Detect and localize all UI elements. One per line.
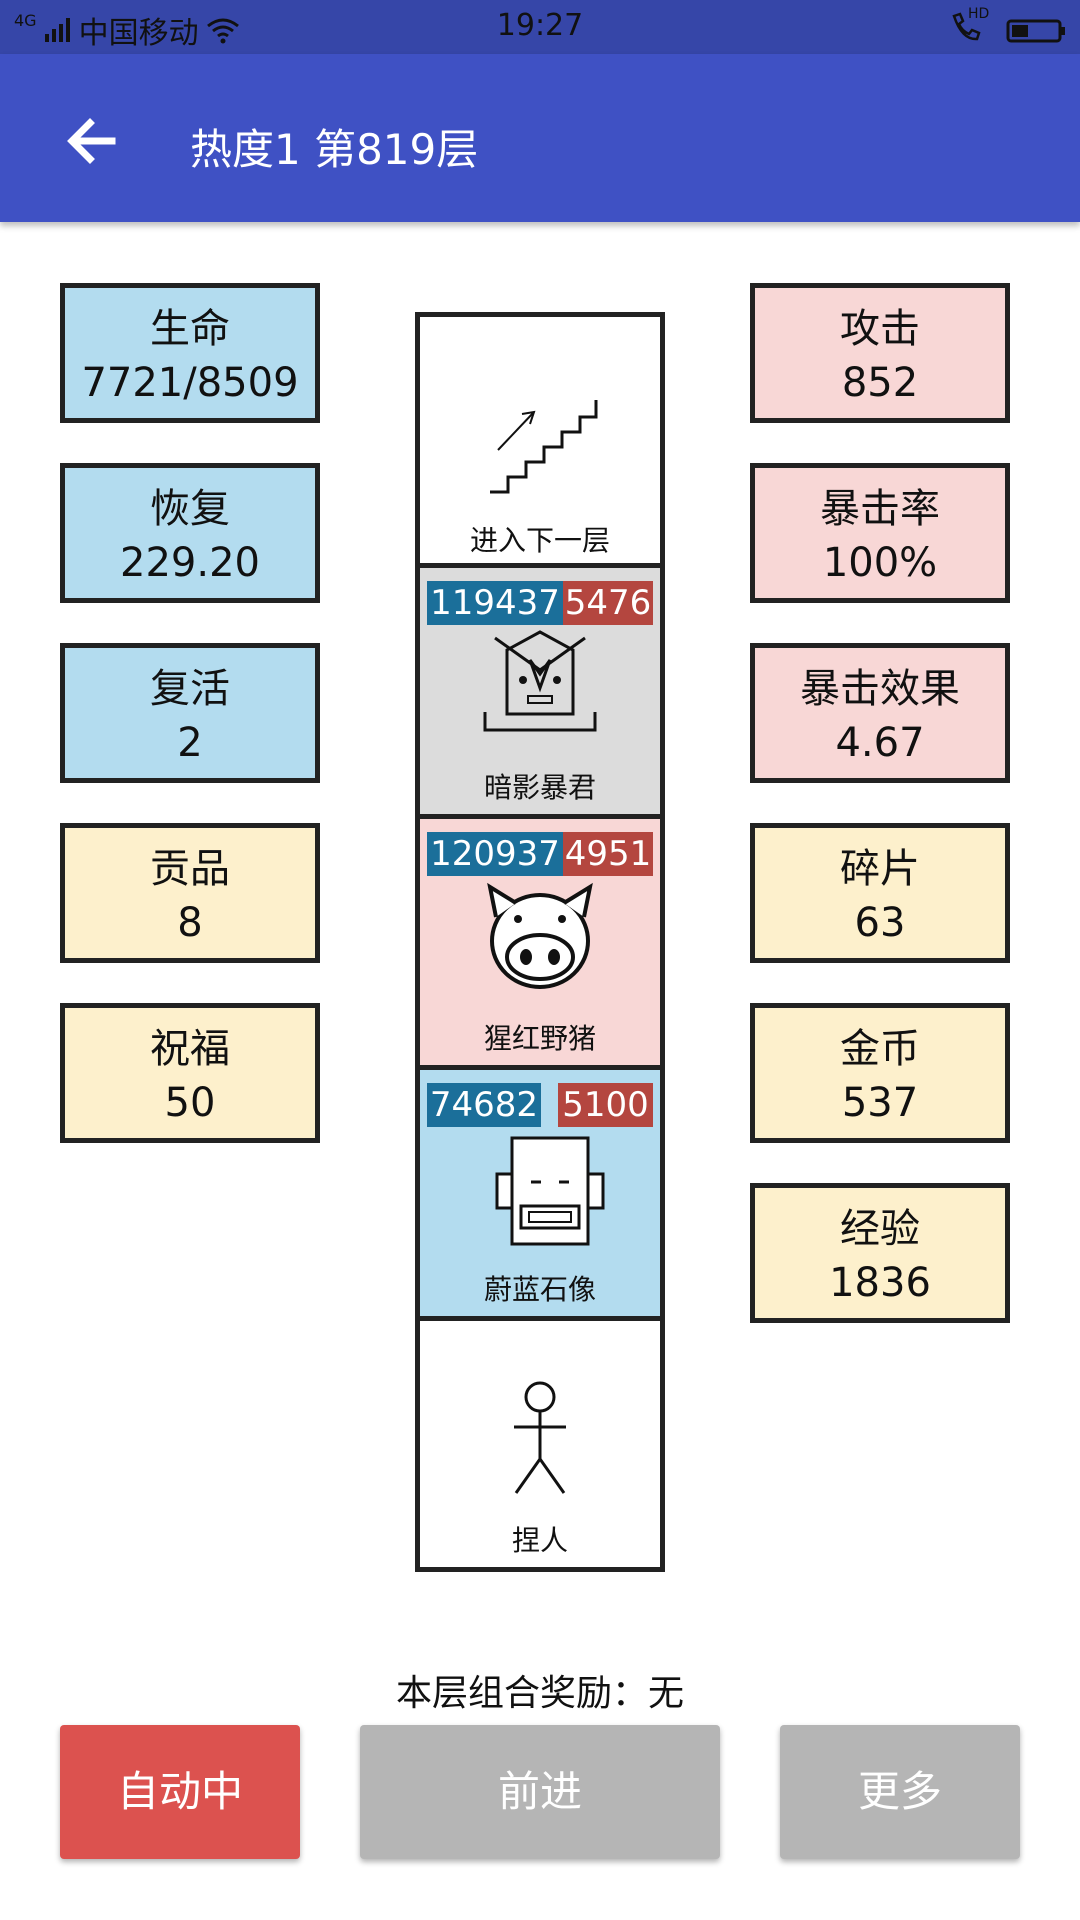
tower-stairs-cell[interactable]: 进入下一层: [415, 312, 665, 568]
stairs-label: 进入下一层: [469, 524, 610, 557]
stat-card-tribute: 贡品 8: [60, 823, 320, 963]
stat-card-crit-rate: 暴击率 100%: [750, 463, 1010, 603]
enemy-hp-badge: 120937: [427, 832, 563, 876]
stick-figure-icon: [514, 1381, 566, 1494]
enemy-name: 猩红野猪: [483, 1022, 596, 1055]
statue-icon: [495, 1136, 605, 1246]
stat-label: 贡品: [150, 846, 230, 892]
stat-label: 恢复: [150, 486, 230, 532]
stat-card-gold: 金币 537: [750, 1003, 1010, 1143]
player-cell[interactable]: 捏人: [415, 1316, 665, 1572]
enemy-hp-badge: 119437: [427, 581, 563, 625]
status-left: 4G 中国移动: [14, 8, 241, 52]
enemy-cell[interactable]: 74682 5100 蔚蓝石像: [415, 1065, 665, 1321]
stat-card-exp: 经验 1836: [750, 1183, 1010, 1323]
advance-button[interactable]: 前进: [360, 1725, 720, 1859]
player-name: 捏人: [511, 1524, 568, 1557]
stat-card-blessing: 祝福 50: [60, 1003, 320, 1143]
stat-card-attack: 攻击 852: [750, 283, 1010, 423]
stat-label: 经验: [840, 1206, 920, 1252]
stat-value: 4.67: [835, 720, 925, 766]
stat-label: 暴击效果: [800, 666, 960, 712]
stat-value: 63: [854, 900, 906, 946]
signal-icon: [44, 18, 70, 42]
stat-value: 1836: [829, 1260, 931, 1306]
wifi-icon: [206, 18, 239, 44]
stat-value: 8: [177, 900, 203, 946]
enemy-hp-badge: 74682: [427, 1083, 541, 1127]
battery-icon: [1006, 19, 1065, 43]
stat-value: 50: [164, 1080, 216, 1126]
stat-card-shards: 碎片 63: [750, 823, 1010, 963]
stat-value: 537: [841, 1080, 919, 1126]
enemy-atk-badge: 5100: [558, 1083, 653, 1127]
enemy-cell[interactable]: 120937 4951 猩红野猪: [415, 814, 665, 1070]
stat-value: 229.20: [120, 540, 260, 586]
boar-icon: [487, 882, 593, 989]
enemy-cell[interactable]: 119437 5476 暗影暴君: [415, 563, 665, 819]
stat-value: 852: [841, 360, 919, 406]
back-button[interactable]: [64, 114, 118, 168]
hd-label: HD: [968, 6, 990, 22]
stat-label: 祝福: [150, 1026, 230, 1072]
more-button[interactable]: 更多: [780, 1725, 1020, 1859]
shadow-tyrant-icon: [483, 630, 597, 732]
network-type: 4G: [14, 10, 37, 30]
enemy-name: 暗影暴君: [483, 771, 596, 804]
stat-label: 暴击率: [820, 486, 940, 532]
stat-label: 生命: [150, 306, 230, 352]
status-bar: 4G 中国移动 19:27 HD: [0, 0, 1080, 54]
stat-label: 复活: [150, 666, 230, 712]
auto-button[interactable]: 自动中: [60, 1725, 300, 1859]
stat-value: 2: [177, 720, 203, 766]
stat-label: 碎片: [840, 846, 920, 892]
stairs-icon: [490, 400, 598, 494]
phone-hd-icon: HD: [948, 6, 989, 52]
stat-card-regen: 恢复 229.20: [60, 463, 320, 603]
clock: 19:27: [496, 8, 584, 43]
page-title: 热度1 第819层: [190, 125, 479, 174]
stat-card-crit-effect: 暴击效果 4.67: [750, 643, 1010, 783]
enemy-atk-badge: 5476: [563, 581, 653, 625]
carrier-label: 中国移动: [78, 16, 199, 51]
combo-reward-label: 本层组合奖励：无: [395, 1673, 684, 1714]
stat-card-hp: 生命 7721/8509: [60, 283, 320, 423]
stat-value: 7721/8509: [81, 360, 299, 406]
stat-value: 100%: [822, 540, 938, 586]
enemy-atk-badge: 4951: [563, 832, 653, 876]
arrow-left-icon: [67, 118, 116, 164]
app-bar: 热度1 第819层: [0, 54, 1080, 222]
stat-label: 攻击: [840, 306, 920, 352]
stat-label: 金币: [840, 1026, 920, 1072]
status-right: HD: [948, 6, 1066, 52]
enemy-name: 蔚蓝石像: [483, 1273, 596, 1306]
stat-card-revive: 复活 2: [60, 643, 320, 783]
